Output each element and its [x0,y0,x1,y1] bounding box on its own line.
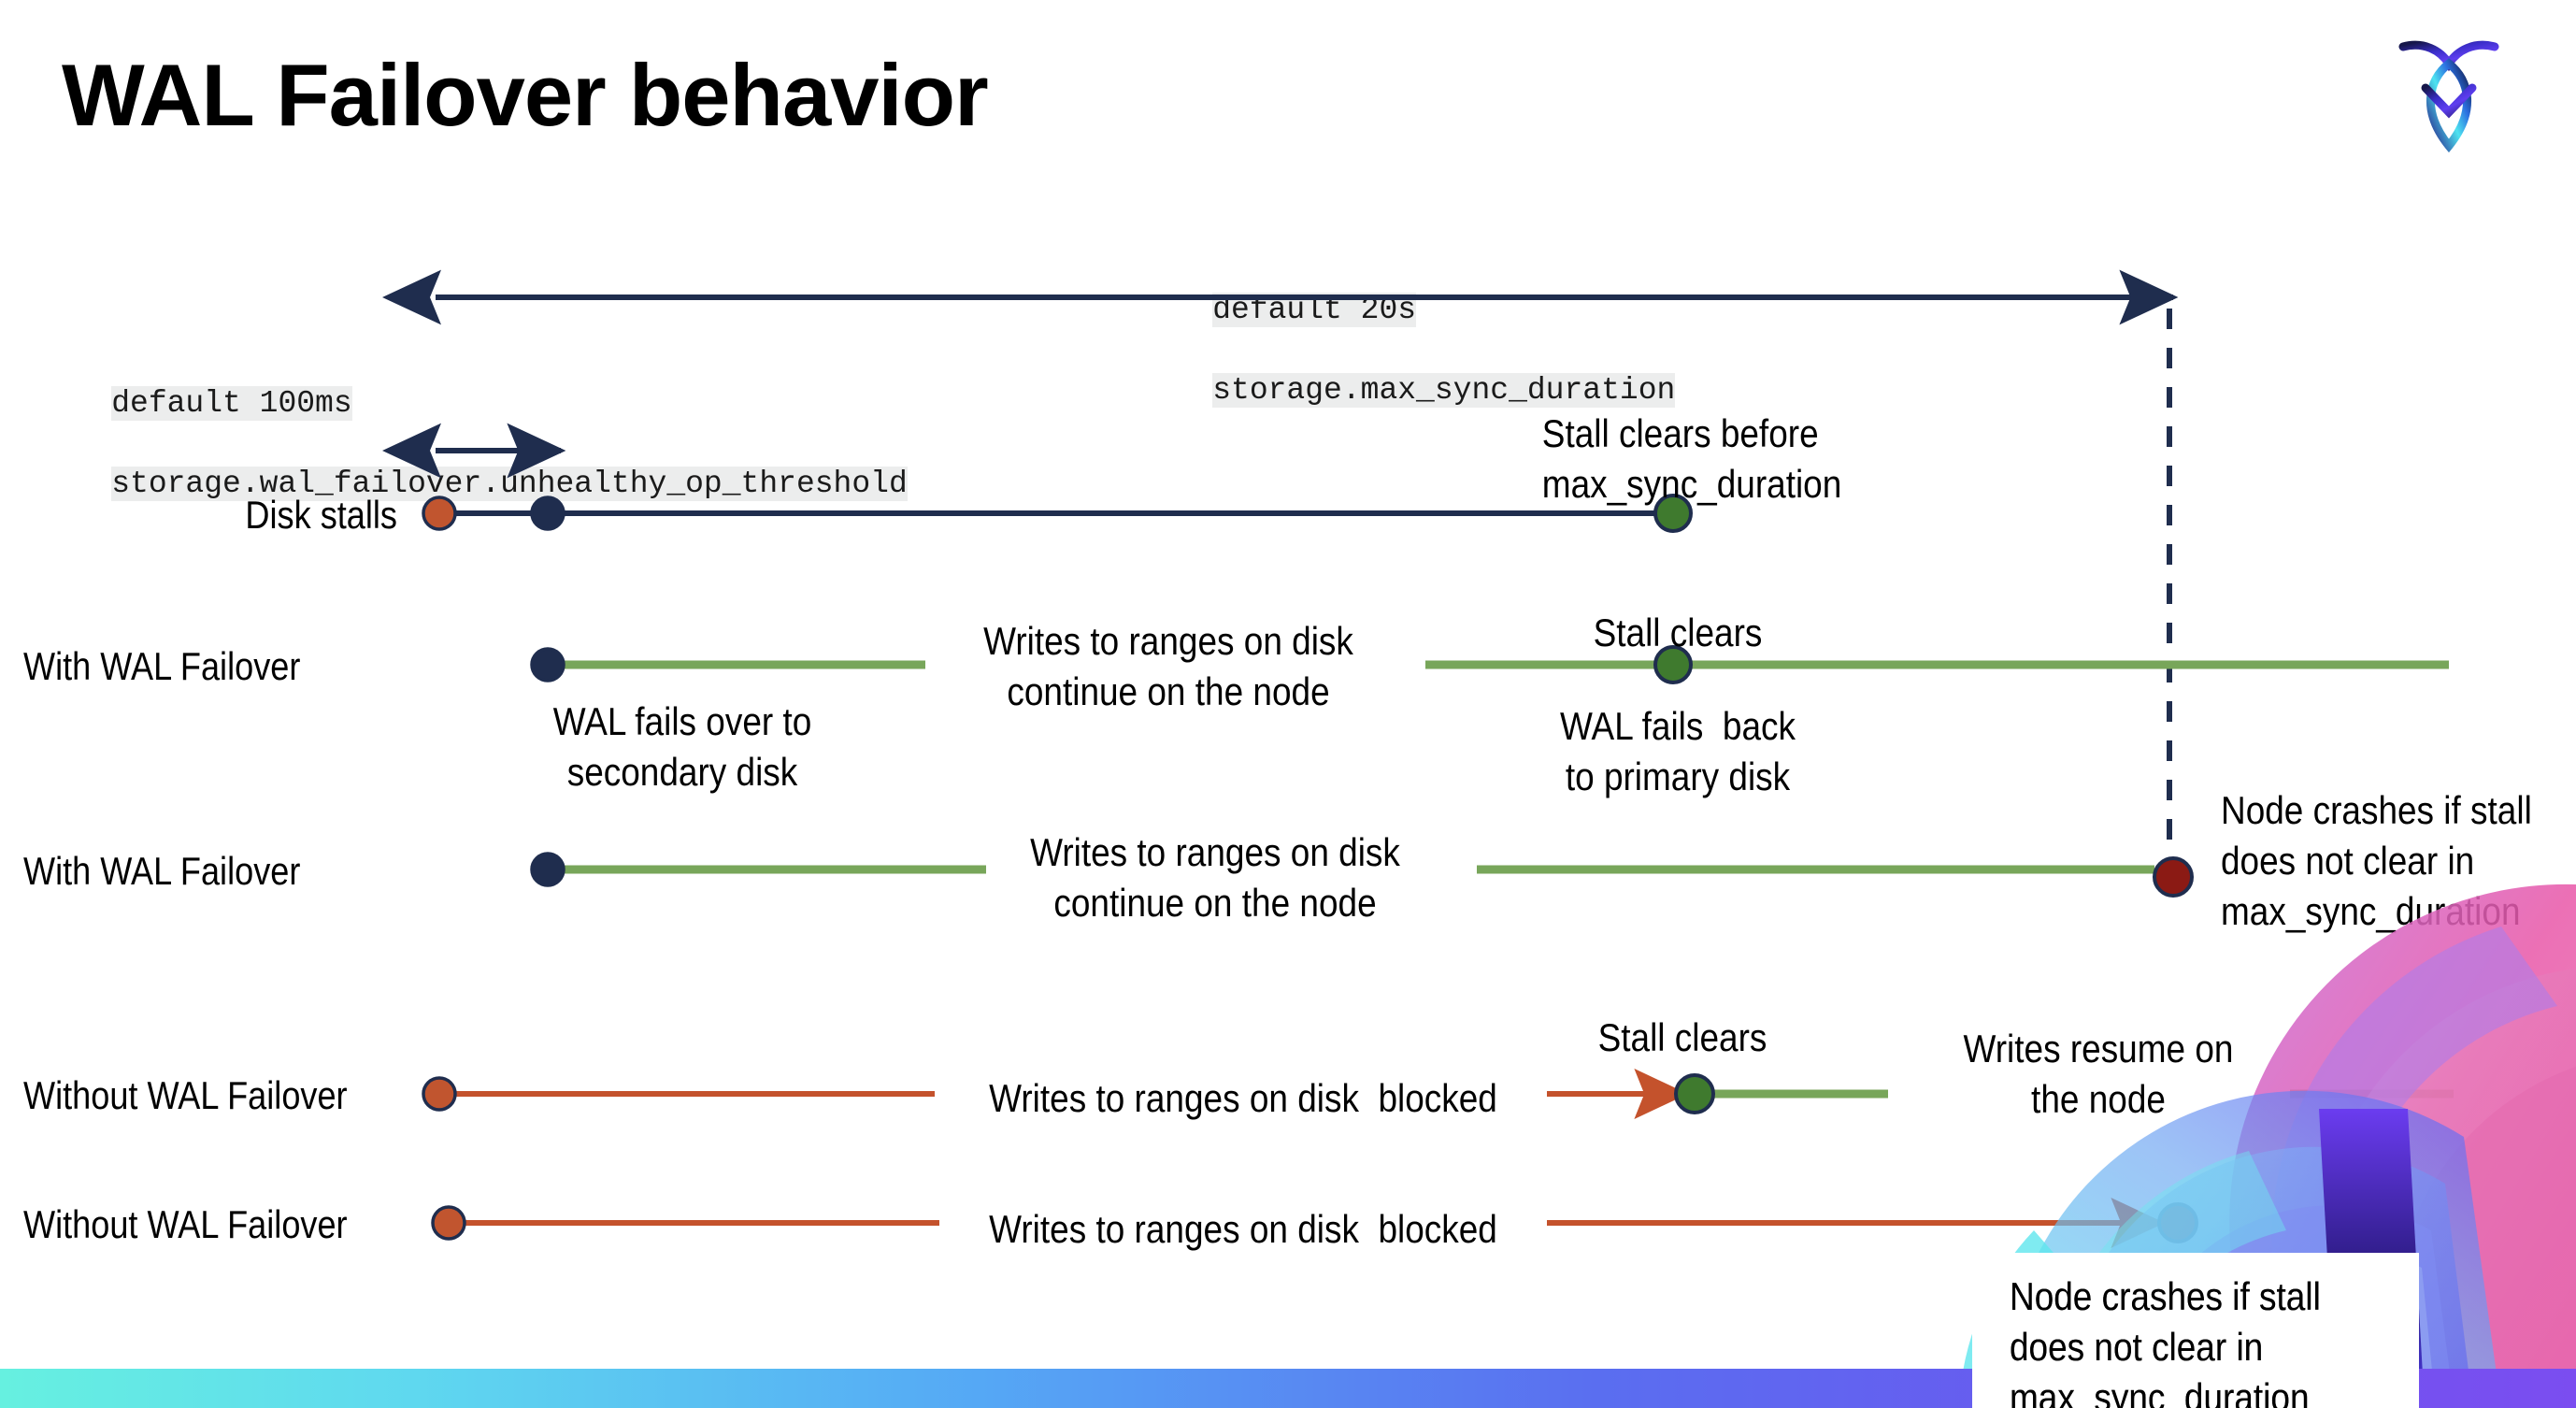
row-label-with-wal-failover-2: With WAL Failover [23,849,301,893]
wal-failover-row3-crash-dot [2153,856,2194,898]
cockroachdb-logo-icon [2388,26,2510,162]
wal-failover-row3-start-dot [530,852,565,887]
without-failover-row4-stall-clear-dot [1674,1073,1715,1114]
disk-stall-threshold-dot [530,496,565,531]
row-label-without-wal-failover-2: Without WAL Failover [23,1202,348,1246]
annotation-node-crashes-row5: Node crashes if stall does not clear in … [2010,1274,2321,1408]
annotation-stall-clears-row4: Stall clears [1597,1015,1767,1059]
max-sync-setting-name: storage.max_sync_duration [1212,372,1676,408]
wal-failover-row2-start-dot [530,647,565,682]
row-label-disk-stalls: Disk stalls [245,493,397,537]
without-failover-row5-start-dot [431,1205,466,1241]
row-label-without-wal-failover-1: Without WAL Failover [23,1073,348,1117]
annotation-writes-blocked-row4: Writes to ranges on disk blocked [989,1076,1497,1120]
without-failover-row4-start-dot [422,1076,457,1112]
annotation-writes-continue-row3: Writes to ranges on disk continue on the… [1030,830,1400,925]
wal-failover-row2-stall-clear-dot [1653,645,1693,684]
annotation-writes-resume: Writes resume on the node [1963,1027,2234,1121]
annotation-stall-clears-before-max-sync: Stall clears before max_sync_duration [1541,411,1842,506]
annotation-wal-fails-over: WAL fails over to secondary disk [552,699,812,794]
unhealthy-op-default-text: default 100ms [111,385,352,421]
row-label-with-wal-failover-1: With WAL Failover [23,644,301,688]
annotation-wal-fails-back: WAL fails back to primary disk [1560,704,1796,798]
page-title: WAL Failover behavior [62,46,989,144]
disk-stall-start-dot [422,496,457,531]
annotation-writes-continue-row2: Writes to ranges on disk continue on the… [983,619,1353,713]
annotation-writes-blocked-row5: Writes to ranges on disk blocked [989,1207,1497,1251]
disk-stall-clear-dot [1653,494,1693,533]
annotation-stall-clears-row2: Stall clears [1593,611,1763,654]
annotation-node-crashes-row5-text: Node crashes if stall does not clear in … [2010,1274,2321,1408]
node-crashes-callout-box-top [1972,1253,2419,1408]
